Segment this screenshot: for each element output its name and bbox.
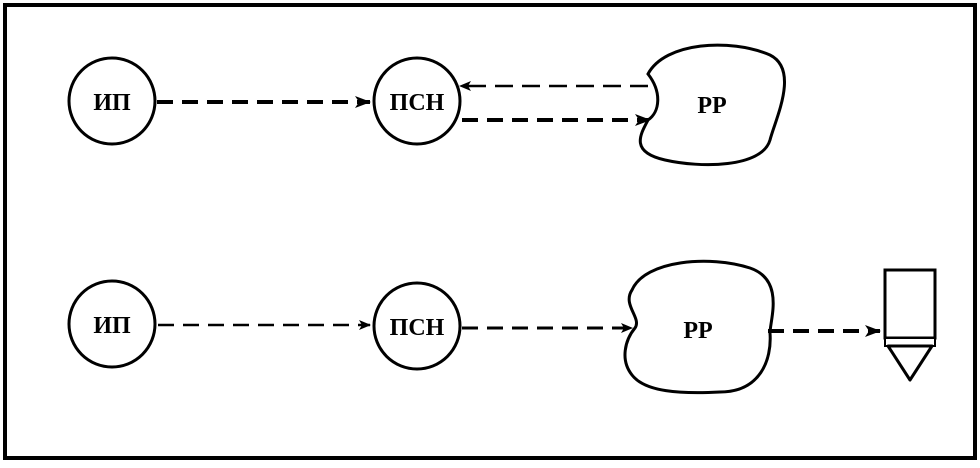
row2-target-label: РР	[683, 318, 712, 344]
row2-target-blob: РР	[623, 259, 775, 395]
row2-source-label: ИП	[93, 313, 131, 339]
row1: ИП ПСН РР	[67, 43, 787, 167]
row1-hub-node: ПСН	[372, 56, 462, 146]
row1-hub-label: ПСН	[390, 90, 445, 116]
outer-frame	[3, 3, 977, 460]
row2: ИП ПСН РР	[67, 259, 937, 395]
row1-target-label: РР	[697, 93, 726, 119]
row1-source-label: ИП	[93, 90, 131, 116]
row2-hub-node: ПСН	[372, 281, 462, 371]
row1-source-node: ИП	[67, 56, 157, 146]
row1-target-blob: РР	[638, 43, 787, 167]
row2-hub-label: ПСН	[390, 315, 445, 341]
row2-source-node: ИП	[67, 279, 157, 369]
pen-marker-icon	[883, 268, 937, 382]
